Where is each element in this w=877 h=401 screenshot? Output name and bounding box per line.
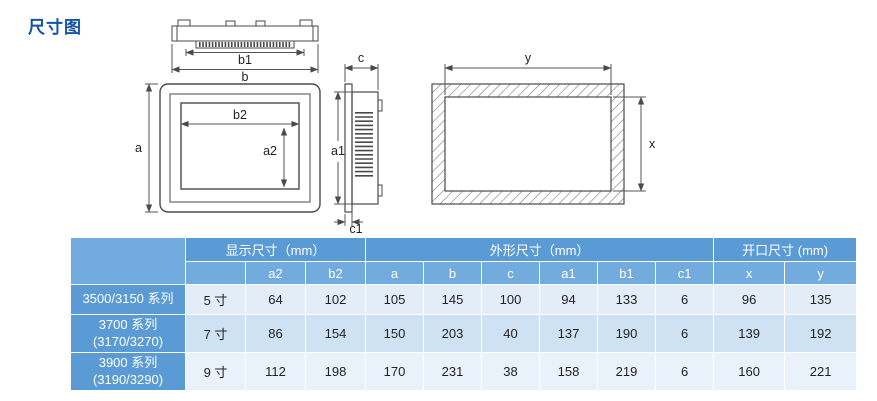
value-cell-c1: 6 bbox=[655, 284, 715, 315]
dim-label-a1: a1 bbox=[331, 144, 345, 158]
group-header-outline-size: 外形尺寸（mm） bbox=[365, 237, 715, 262]
dimension-a1 bbox=[334, 91, 352, 205]
side-view-drawing bbox=[344, 83, 383, 213]
value-cell-c: 38 bbox=[481, 352, 541, 391]
page-title: 尺寸图 bbox=[28, 18, 82, 37]
dimension-b bbox=[171, 44, 319, 73]
value-cell-y: 192 bbox=[784, 314, 858, 353]
value-cell-a1: 158 bbox=[539, 352, 599, 391]
series-name: 3700 系列 bbox=[98, 316, 158, 332]
series-subname: (3190/3290) bbox=[92, 371, 164, 387]
table-group-header-row: 显示尺寸（mm） 外形尺寸（mm） 开口尺寸 (mm) bbox=[70, 237, 858, 285]
value-cell-y: 135 bbox=[784, 284, 858, 315]
value-cell-b2: 102 bbox=[304, 284, 367, 315]
value-cell-a1: 94 bbox=[539, 284, 599, 315]
table-column-header-row: a2 b2 a b c a1 b1 c1 x y bbox=[71, 261, 858, 285]
value-cell-b2: 154 bbox=[304, 314, 367, 353]
dim-label-x: x bbox=[649, 137, 656, 151]
col-header-a: a bbox=[365, 261, 425, 285]
value-cell-c: 40 bbox=[481, 314, 541, 353]
col-header-y: y bbox=[784, 261, 858, 285]
dimension-c1 bbox=[334, 206, 363, 226]
value-cell-y: 221 bbox=[784, 352, 858, 391]
series-cell: 3500/3150 系列 bbox=[70, 284, 186, 315]
series-cell: 3700 系列 (3170/3270) bbox=[70, 314, 186, 353]
value-cell-x: 96 bbox=[713, 284, 786, 315]
dimension-table: 显示尺寸（mm） 外形尺寸（mm） 开口尺寸 (mm) a2 b2 a b c … bbox=[70, 237, 858, 391]
dim-label-b: b bbox=[242, 70, 249, 84]
value-cell-a2: 64 bbox=[245, 284, 306, 315]
table-row: 3900 系列 (3190/3290) 9 寸 112 198 170 231 … bbox=[70, 352, 858, 391]
top-view-drawing bbox=[171, 19, 319, 49]
corner-cell bbox=[70, 237, 186, 285]
cutout-drawing bbox=[431, 83, 625, 205]
value-cell-x: 139 bbox=[713, 314, 786, 353]
dim-label-a2: a2 bbox=[263, 144, 277, 158]
value-cell-b1: 190 bbox=[597, 314, 657, 353]
dimension-c bbox=[344, 64, 379, 90]
series-cell: 3900 系列 (3190/3290) bbox=[70, 352, 186, 391]
group-header-cutout-size: 开口尺寸 (mm) bbox=[713, 237, 858, 262]
value-cell-a2: 86 bbox=[245, 314, 306, 353]
value-cell-a: 170 bbox=[365, 352, 425, 391]
series-name: 3900 系列 bbox=[98, 354, 158, 370]
size-cell: 9 寸 bbox=[185, 352, 246, 391]
dim-label-y: y bbox=[525, 51, 532, 65]
col-header-c1: c1 bbox=[655, 261, 715, 285]
col-header-a1: a1 bbox=[539, 261, 599, 285]
size-cell: 7 寸 bbox=[185, 314, 246, 353]
col-header-b: b bbox=[423, 261, 483, 285]
value-cell-b1: 133 bbox=[597, 284, 657, 315]
col-header-b2: b2 bbox=[304, 261, 367, 285]
col-header-b1: b1 bbox=[597, 261, 657, 285]
value-cell-c: 100 bbox=[481, 284, 541, 315]
value-cell-a1: 137 bbox=[539, 314, 599, 353]
dimension-y bbox=[444, 64, 612, 95]
dimension-diagram: b1 b a b2 a2 bbox=[135, 19, 656, 234]
value-cell-b: 203 bbox=[423, 314, 483, 353]
table-row: 3500/3150 系列 5 寸 64 102 105 145 100 94 1… bbox=[70, 284, 858, 315]
series-name: 3500/3150 系列 bbox=[82, 291, 174, 307]
value-cell-a2: 112 bbox=[245, 352, 306, 391]
col-header-c: c bbox=[481, 261, 541, 285]
dimension-a bbox=[145, 83, 158, 213]
dimension-b1 bbox=[185, 49, 305, 56]
col-header-a2: a2 bbox=[245, 261, 306, 285]
series-subname: (3170/3270) bbox=[92, 333, 164, 349]
front-view-drawing bbox=[159, 83, 321, 213]
value-cell-a: 150 bbox=[365, 314, 425, 353]
col-header-x: x bbox=[713, 261, 786, 285]
dim-label-b1: b1 bbox=[238, 53, 252, 67]
value-cell-a: 105 bbox=[365, 284, 425, 315]
value-cell-b: 231 bbox=[423, 352, 483, 391]
group-header-display-size: 显示尺寸（mm） bbox=[184, 237, 367, 262]
value-cell-b2: 198 bbox=[304, 352, 367, 391]
col-header-size bbox=[185, 261, 246, 285]
value-cell-b: 145 bbox=[423, 284, 483, 315]
dim-label-a: a bbox=[135, 141, 142, 155]
dim-label-c1: c1 bbox=[349, 222, 362, 234]
value-cell-c1: 6 bbox=[655, 352, 715, 391]
dim-label-c: c bbox=[358, 51, 364, 65]
value-cell-c1: 6 bbox=[655, 314, 715, 353]
value-cell-x: 160 bbox=[713, 352, 786, 391]
dimension-x bbox=[613, 96, 646, 192]
value-cell-b1: 219 bbox=[597, 352, 657, 391]
table-row: 3700 系列 (3170/3270) 7 寸 86 154 150 203 4… bbox=[70, 314, 858, 353]
size-cell: 5 寸 bbox=[185, 284, 246, 315]
dim-label-b2: b2 bbox=[233, 108, 247, 122]
